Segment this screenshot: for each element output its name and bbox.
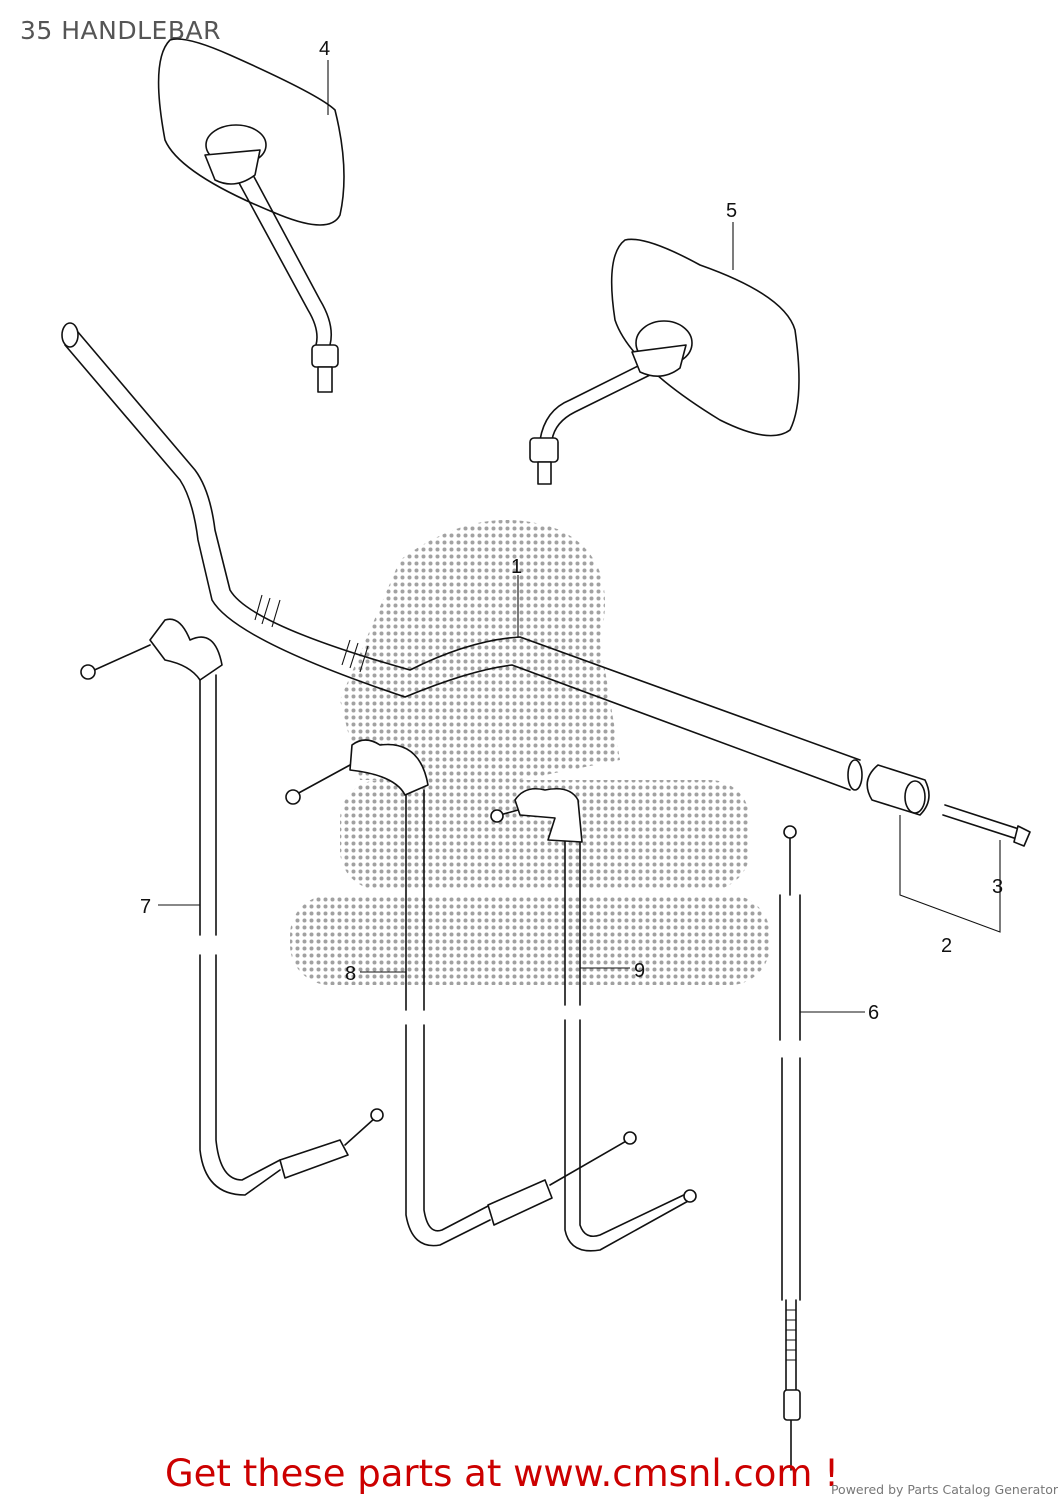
mirror-left <box>157 38 345 393</box>
callout-1: 1 <box>511 556 522 578</box>
callout-4: 4 <box>319 38 330 60</box>
throttle-cable-9 <box>490 787 697 1252</box>
callout-6: 6 <box>868 1002 879 1024</box>
throttle-cable-8 <box>285 739 637 1247</box>
powered-by-text: Powered by Parts Catalog Generator <box>830 1482 1058 1497</box>
callout-5: 5 <box>726 200 737 222</box>
callout-7: 7 <box>140 896 151 918</box>
throttle-cable-7 <box>80 618 384 1196</box>
callout-8: 8 <box>345 963 356 985</box>
cms-watermark-logo <box>290 520 770 985</box>
callout-2: 2 <box>941 935 952 957</box>
mirror-right <box>529 238 800 485</box>
callout-9: 9 <box>634 960 645 982</box>
callout-3: 3 <box>992 876 1003 898</box>
footer-link[interactable]: Get these parts at www.cmsnl.com ! <box>165 1452 840 1495</box>
handlebar <box>61 322 863 791</box>
bar-end-weight <box>866 764 1031 933</box>
clutch-cable-6 <box>779 825 801 1471</box>
leader-lines <box>158 60 865 1013</box>
